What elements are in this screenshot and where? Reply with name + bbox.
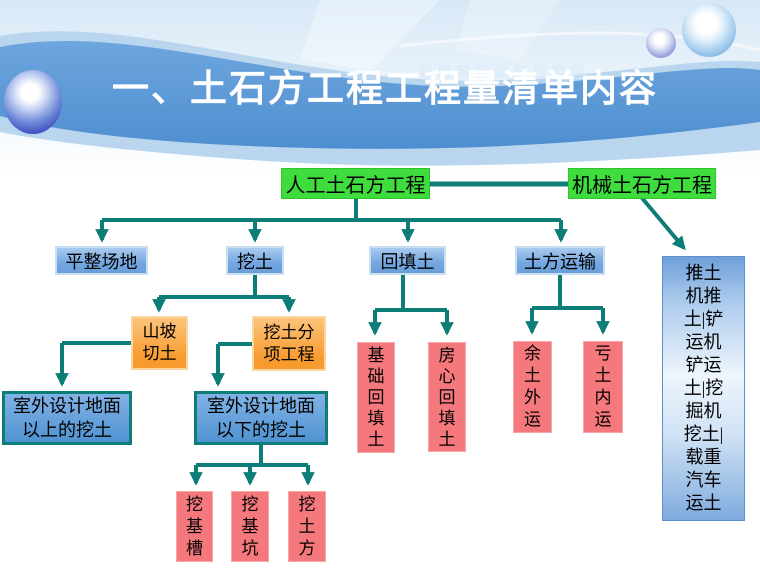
node-below-design-ground: 室外设计地面 以下的挖土 [194, 391, 328, 445]
node-deficit-soil-in: 亏 土 内 运 [583, 341, 623, 433]
connector-digging-bus [159, 275, 289, 299]
node-mechanical-methods: 推土 机推 土|铲 运机 铲运 土|挖 掘机 挖土| 载重 汽车 运土 [662, 256, 745, 521]
connector-backfill-bus [375, 275, 447, 312]
sphere-decoration-right-small [646, 28, 676, 58]
connector-transport-bus [532, 275, 603, 310]
node-dig-earth: 挖 土 方 [288, 491, 326, 562]
dark-wave [0, 41, 760, 149]
header-streak [300, 0, 440, 72]
node-digging-sub-project: 挖土分 项工程 [252, 316, 326, 371]
node-backfill: 回填土 [369, 246, 446, 275]
node-hillside-cut: 山坡 切土 [131, 316, 188, 370]
node-site-leveling: 平整场地 [55, 246, 148, 275]
node-digging: 挖土 [226, 246, 284, 275]
sphere-decoration-right-big [682, 3, 736, 57]
slide-title: 一、土石方工程工程量清单内容 [112, 69, 658, 110]
header-wave-banner [0, 0, 760, 175]
connector-group [55, 181, 686, 486]
node-dig-pit: 挖 基 坑 [231, 491, 269, 562]
connector-diagonal-arrow [640, 196, 686, 251]
connector-below-bus [196, 445, 308, 467]
node-dig-trench: 挖 基 槽 [176, 491, 213, 562]
background-pattern [418, 64, 585, 79]
node-room-backfill: 房 心 回 填 土 [428, 342, 466, 452]
node-surplus-soil-out: 余 土 外 运 [513, 341, 552, 433]
sphere-decoration-left [4, 70, 62, 134]
connector-level2-bus [102, 199, 561, 222]
node-manual-earthwork: 人工土石方工程 [281, 168, 430, 199]
node-mechanical-earthwork: 机械土石方工程 [568, 168, 716, 199]
node-earth-transport: 土方运输 [515, 246, 605, 275]
node-above-design-ground: 室外设计地面 以上的挖土 [2, 391, 132, 445]
header-streak [455, 0, 560, 60]
node-foundation-backfill: 基 础 回 填 土 [357, 342, 395, 453]
